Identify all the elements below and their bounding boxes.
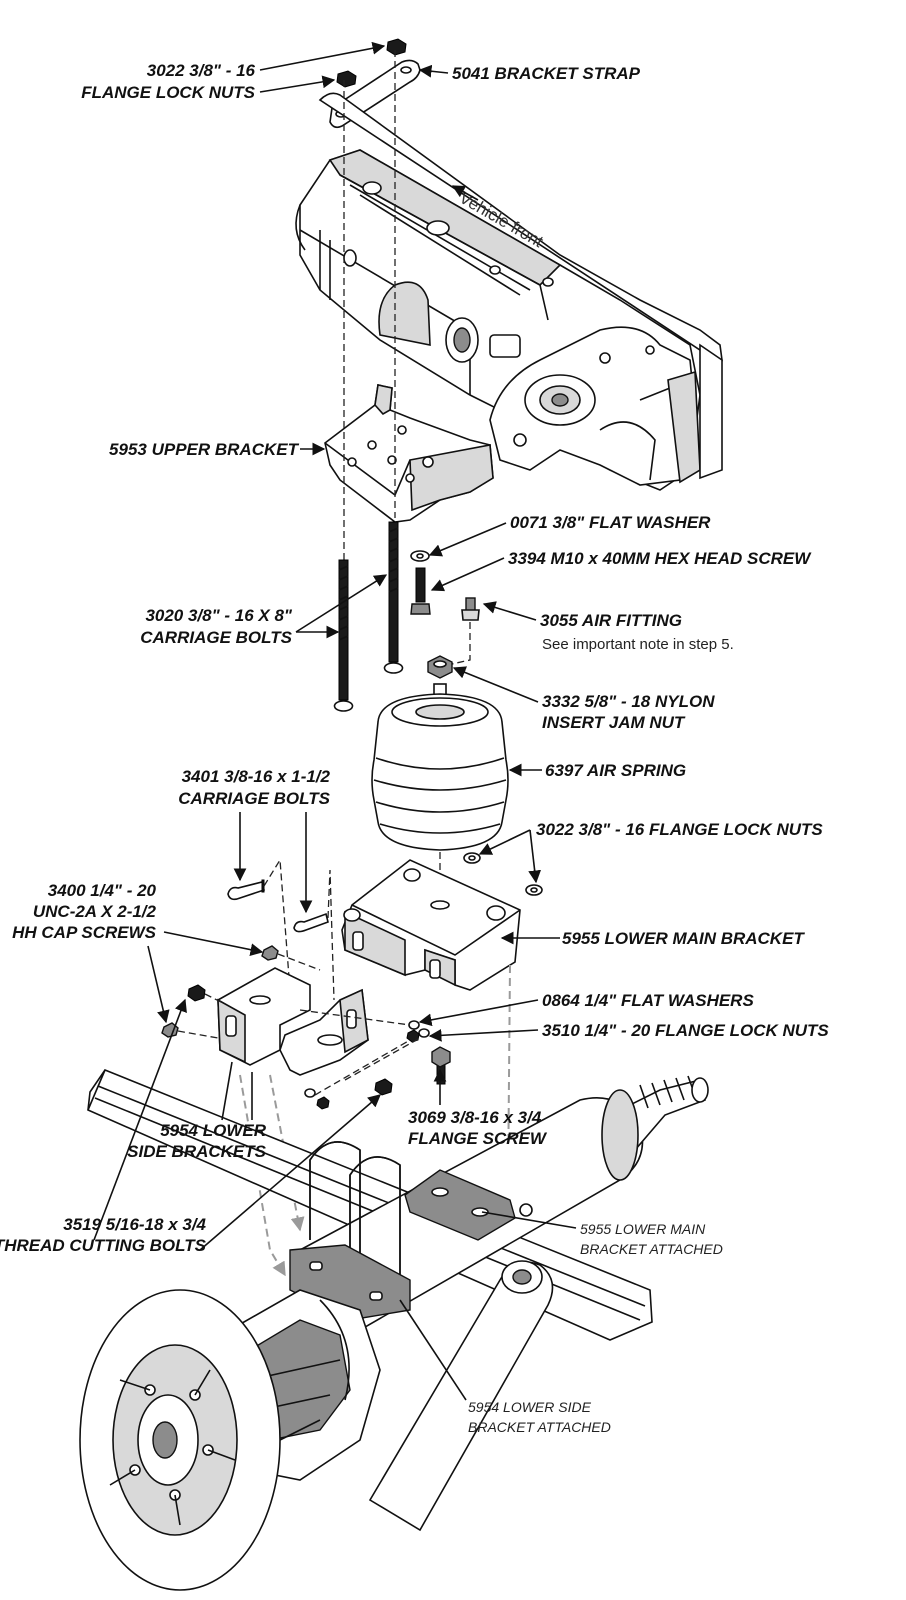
brake-rotor (79, 1289, 281, 1591)
label-carriage-bolts-15-1: 3401 3/8-16 x 1-1/2 (182, 767, 331, 786)
quarter-washers-nuts (304, 1020, 430, 1110)
label-jam-nut-2: INSERT JAM NUT (542, 713, 686, 732)
thread-cutting-bolt-top (187, 984, 226, 1005)
label-carriage-bolts-15-2: CARRIAGE BOLTS (178, 789, 330, 808)
label-thread-bolts-2: THREAD CUTTING BOLTS (0, 1236, 207, 1255)
label-main-attached-2: BRACKET ATTACHED (580, 1241, 723, 1257)
side-bracket-bolt-path-2 (314, 1039, 411, 1096)
side-bracket-bolt-path-1 (299, 1009, 411, 1026)
lower-side-bracket-left (217, 967, 311, 1066)
label-cap-screws-2: UNC-2A X 2-1/2 (33, 902, 157, 921)
short-bolt-path-right (327, 869, 335, 1001)
nylon-jam-nut (427, 655, 453, 679)
label-side-attached-2: BRACKET ATTACHED (468, 1419, 611, 1435)
hh-cap-screw-lower (161, 1022, 219, 1039)
label-cap-screws-3: HH CAP SCREWS (12, 923, 157, 942)
lock-nut-mid-1 (463, 852, 481, 864)
air-fitting (461, 597, 480, 621)
label-cap-screws-1: 3400 1/4" - 20 (48, 881, 157, 900)
label-flange-nuts-quarter: 3510 1/4" - 20 FLANGE LOCK NUTS (542, 1021, 829, 1040)
carriage-bolt-long-right (383, 521, 404, 674)
label-flange-screw-1: 3069 3/8-16 x 3/4 (408, 1108, 542, 1127)
label-lower-side-brackets-2: SIDE BRACKETS (127, 1142, 267, 1161)
vehicle-frame-rail (295, 92, 723, 491)
label-upper-bracket: 5953 UPPER BRACKET (109, 440, 300, 459)
side-bracket-bolt-path-3 (344, 1037, 421, 1081)
label-flat-washer: 0071 3/8" FLAT WASHER (510, 513, 711, 532)
shock-absorber (368, 1260, 554, 1532)
carriage-bolt-short-left (227, 879, 265, 901)
air-spring (371, 683, 509, 851)
carriage-bolt-short-right (293, 912, 329, 933)
label-flange-nuts-mid: 3022 3/8" - 16 FLANGE LOCK NUTS (536, 820, 823, 839)
hex-head-screw (410, 567, 431, 615)
label-bracket-strap: 5041 BRACKET STRAP (452, 64, 641, 83)
label-flange-nuts-top-2: FLANGE LOCK NUTS (81, 83, 255, 102)
label-air-fitting-note: See important note in step 5. (542, 636, 734, 653)
label-flange-nuts-top: 3022 3/8" - 16 (147, 61, 256, 80)
top-flange-nut-left (336, 70, 357, 88)
label-flange-screw-2: FLANGE SCREW (408, 1129, 548, 1148)
label-thread-bolts-1: 3519 5/16-18 x 3/4 (63, 1215, 206, 1234)
u-bolts (309, 1141, 401, 1280)
upper-bracket (324, 384, 494, 523)
flange-screw (431, 1046, 451, 1085)
top-flange-nut-right (386, 38, 407, 56)
label-side-attached-1: 5954 LOWER SIDE (468, 1399, 592, 1415)
label-lower-main-bracket: 5955 LOWER MAIN BRACKET (562, 929, 805, 948)
label-carriage-bolts-8-1: 3020 3/8" - 16 X 8" (145, 606, 292, 625)
lock-nut-mid-2 (525, 884, 543, 896)
lower-main-bracket (341, 859, 521, 991)
thread-cutting-bolt-bottom (374, 1078, 393, 1096)
carriage-bolt-long-left (333, 559, 354, 712)
label-air-spring: 6397 AIR SPRING (545, 761, 686, 780)
label-lower-side-brackets-1: 5954 LOWER (160, 1121, 267, 1140)
flat-washer-3-8 (410, 550, 430, 562)
label-carriage-bolts-8-2: CARRIAGE BOLTS (140, 628, 292, 647)
label-air-fitting: 3055 AIR FITTING (540, 611, 682, 630)
lower-side-bracket-right (279, 988, 369, 1076)
label-hex-screw: 3394 M10 x 40MM HEX HEAD SCREW (508, 549, 812, 568)
label-washers-quarter: 0864 1/4" FLAT WASHERS (542, 991, 754, 1010)
hh-cap-screw-upper (261, 945, 321, 971)
label-jam-nut-1: 3332 5/8" - 18 NYLON (542, 692, 715, 711)
label-main-attached-1: 5955 LOWER MAIN (580, 1221, 706, 1237)
